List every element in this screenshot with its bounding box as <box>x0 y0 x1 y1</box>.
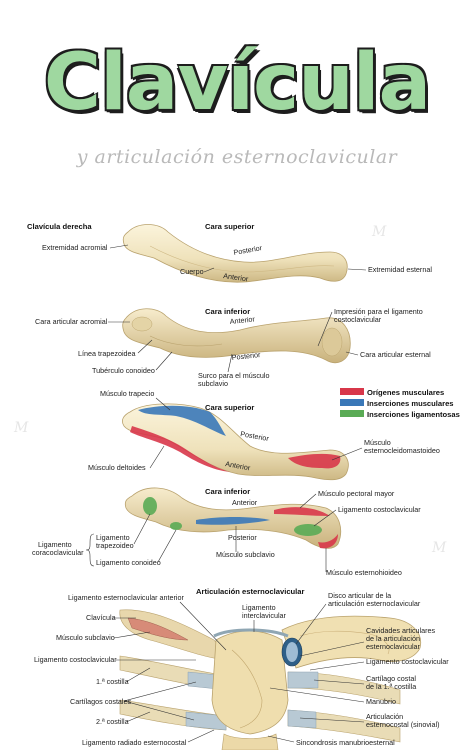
label-pectoral-mayor: Músculo pectoral mayor <box>318 489 395 498</box>
label-posterior: Posterior <box>233 243 263 257</box>
label-sincondrosis: Sincondrosis manubrioesternal <box>296 738 395 747</box>
watermark: M <box>371 224 387 240</box>
label-musculo-deltoides: Músculo deltoides <box>88 463 146 472</box>
label-cartilago-2: de la 1.ª costilla <box>366 682 416 691</box>
legend-swatch-origenes <box>340 388 364 395</box>
label-musculo-subclavio: Músculo subclavio <box>56 633 115 642</box>
label-anterior-2: Anterior <box>229 314 256 326</box>
label-cara-articular-acromial: Cara articular acromial <box>35 317 108 326</box>
view-superior-label: Cara superior <box>205 222 254 231</box>
label-posterior-4: Posterior <box>228 533 257 542</box>
watermark: M <box>13 420 29 436</box>
section1-heading: Clavícula derecha <box>27 222 92 231</box>
legend-label-inserciones-musculares: Inserciones musculares <box>367 399 454 408</box>
label-esternohioideo: Músculo esternohioideo <box>326 568 402 577</box>
label-tuberculo-conoideo: Tubérculo conoideo <box>92 366 155 375</box>
legend: Orígenes musculares Inserciones muscular… <box>340 388 460 419</box>
section3-heading: Articulación esternoclavicular <box>196 587 305 596</box>
label-clavicula: Clavícula <box>86 613 116 622</box>
label-surco-2: subclavio <box>198 379 228 388</box>
label-cara-articular-esternal: Cara articular esternal <box>360 350 431 359</box>
legend-swatch-inserciones-musculares <box>340 399 364 406</box>
label-musculo-trapecio: Músculo trapecio <box>100 389 154 398</box>
watermark: M <box>431 540 447 556</box>
view-inferior-label-2: Cara inferior <box>205 487 250 496</box>
label-extremidad-acromial: Extremidad acromial <box>42 243 108 252</box>
conoideo-insertion <box>170 522 182 530</box>
label-esternocleido-2: esternocleidomastoideo <box>364 446 440 455</box>
label-impresion-2: costoclavicular <box>334 315 382 324</box>
label-cavidades-3: esternoclavicular <box>366 642 421 651</box>
label-lig-costoclavicular: Ligamento costoclavicular <box>338 505 421 514</box>
label-lig-radiado: Ligamento radiado esternocostal <box>82 738 187 747</box>
label-lig-interclavicular-2: interclavicular <box>242 611 287 620</box>
label-musculo-subclavio: Músculo subclavio <box>216 550 275 559</box>
costoclavicular-insertion <box>294 524 322 536</box>
label-trapezoideo-2: trapezoideo <box>96 541 134 550</box>
label-manubrio: Manubrio <box>366 697 396 706</box>
legend-label-inserciones-ligamentosas: Inserciones ligamentosas <box>367 410 460 419</box>
label-coracoclavicular: coracoclavicular <box>32 548 84 557</box>
label-disco-2: articulación esternoclavicular <box>328 599 421 608</box>
label-lig-esternoclavicular-anterior: Ligamento esternoclavicular anterior <box>68 593 184 602</box>
legend-swatch-inserciones-ligamentosas <box>340 410 364 417</box>
legend-label-origenes: Orígenes musculares <box>367 388 444 397</box>
label-lig-costoclavicular-right: Ligamento costoclavicular <box>366 657 449 666</box>
view-superior-label-2: Cara superior <box>205 403 254 412</box>
label-articulacion-2: esternocostal (sinovial) <box>366 720 440 729</box>
label-segunda-costilla: 2.ª costilla <box>96 717 129 726</box>
label-extremidad-esternal: Extremidad esternal <box>368 265 432 274</box>
label-linea-trapezoidea: Línea trapezoidea <box>78 349 136 358</box>
trapezoideo-insertion <box>143 497 157 515</box>
label-cuerpo: Cuerpo <box>180 267 204 276</box>
label-conoideo: Ligamento conoideo <box>96 558 161 567</box>
label-lig-costoclavicular-left: Ligamento costoclavicular <box>34 655 117 664</box>
label-anterior-4: Anterior <box>232 498 258 507</box>
label-posterior-2: Posterior <box>231 350 261 362</box>
label-primera-costilla: 1.ª costilla <box>96 677 129 686</box>
label-cartilagos-costales: Cartílagos costales <box>70 697 132 706</box>
